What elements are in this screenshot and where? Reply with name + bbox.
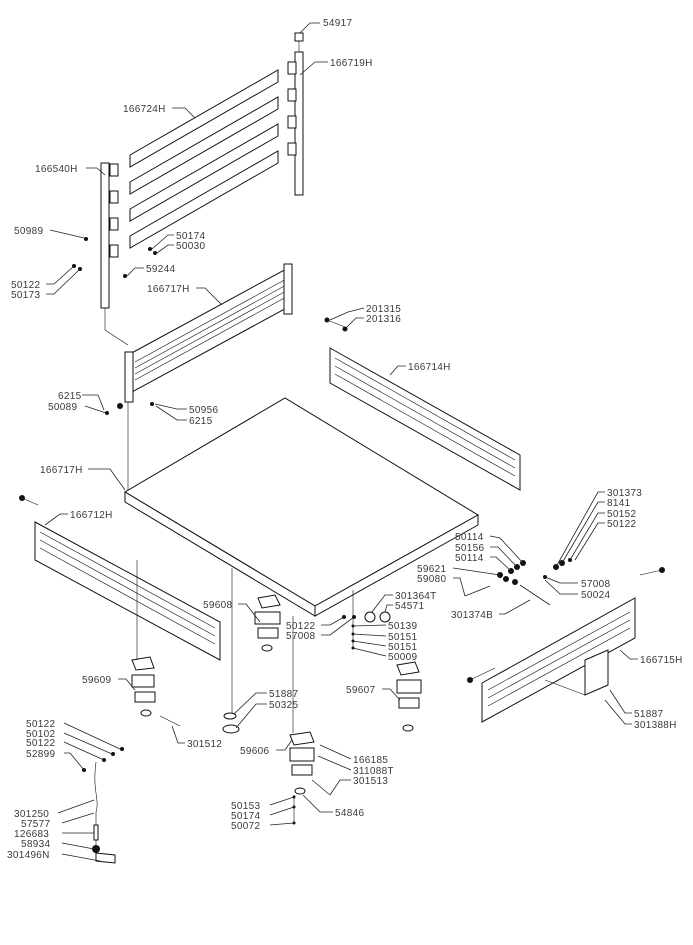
part-label: 50102 bbox=[26, 729, 55, 740]
part-label: 59080 bbox=[417, 574, 446, 585]
part-label: 166712H bbox=[70, 510, 113, 521]
part-label: 58934 bbox=[21, 839, 50, 850]
part-label: 59621 bbox=[417, 564, 446, 575]
part-labels: 54917 166719H 166724H 166540H 50989 5017… bbox=[7, 18, 683, 861]
headboard-assembly bbox=[72, 32, 304, 346]
part-label: 50122 bbox=[607, 519, 636, 530]
part-label: 311088T bbox=[353, 766, 394, 777]
part-label: 50122 bbox=[286, 621, 315, 632]
part-label: 301513 bbox=[353, 776, 388, 787]
part-label: 59606 bbox=[240, 746, 269, 757]
part-label: 166185 bbox=[353, 755, 388, 766]
part-label: 50174 bbox=[231, 811, 260, 822]
part-label: 201316 bbox=[366, 314, 401, 325]
part-label: 6215 bbox=[189, 416, 213, 427]
part-label: 50122 bbox=[26, 719, 55, 730]
part-label: 301496N bbox=[7, 850, 50, 861]
part-label: 50173 bbox=[11, 290, 40, 301]
part-label: 54917 bbox=[323, 18, 352, 29]
part-label: 8141 bbox=[607, 498, 631, 509]
part-label: 50024 bbox=[581, 590, 610, 601]
part-label: 166719H bbox=[330, 58, 373, 69]
part-label: 59607 bbox=[346, 685, 375, 696]
part-label: 166715H bbox=[640, 655, 683, 666]
panel-301388H bbox=[584, 649, 609, 696]
part-label: 50122 bbox=[26, 738, 55, 749]
part-label: 6215 bbox=[58, 391, 82, 402]
part-label: 51887 bbox=[269, 689, 298, 700]
side-rail-166712H bbox=[19, 495, 221, 661]
part-label: 166717H bbox=[40, 465, 83, 476]
part-label: 50174 bbox=[176, 231, 205, 242]
part-label: 51887 bbox=[634, 709, 663, 720]
part-label: 50152 bbox=[607, 509, 636, 520]
brackets bbox=[109, 61, 297, 258]
post-cap bbox=[294, 32, 304, 42]
part-label: 301364T bbox=[395, 591, 437, 602]
release-handle bbox=[82, 747, 124, 864]
part-label: 50151 bbox=[388, 632, 417, 643]
part-label: 166724H bbox=[123, 104, 166, 115]
part-label: 59608 bbox=[203, 600, 232, 611]
part-label: 301250 bbox=[14, 809, 49, 820]
part-label: 50153 bbox=[231, 801, 260, 812]
part-label: 50989 bbox=[14, 226, 43, 237]
side-rail-166715H bbox=[467, 567, 665, 723]
part-label: 301373 bbox=[607, 488, 642, 499]
leader-lines bbox=[44, 22, 638, 862]
part-label: 166714H bbox=[408, 362, 451, 373]
part-label: 50030 bbox=[176, 241, 205, 252]
part-label: 50956 bbox=[189, 405, 218, 416]
left-post bbox=[100, 162, 110, 309]
part-label: 301388H bbox=[634, 720, 677, 731]
part-label: 50156 bbox=[455, 543, 484, 554]
part-label: 57008 bbox=[581, 579, 610, 590]
part-label: 50089 bbox=[48, 402, 77, 413]
platform bbox=[124, 397, 479, 617]
part-label: 50122 bbox=[11, 280, 40, 291]
part-label: 50072 bbox=[231, 821, 260, 832]
part-label: 201315 bbox=[366, 304, 401, 315]
part-label: 301512 bbox=[187, 739, 222, 750]
part-label: 50151 bbox=[388, 642, 417, 653]
part-label: 50009 bbox=[388, 652, 417, 663]
side-rail-166714H bbox=[324, 317, 521, 491]
part-label: 50114 bbox=[455, 532, 484, 543]
leg-brackets bbox=[131, 560, 422, 825]
part-label: 50325 bbox=[269, 700, 298, 711]
footboard-rail bbox=[105, 263, 293, 492]
part-label: 59609 bbox=[82, 675, 111, 686]
part-label: 166717H bbox=[147, 284, 190, 295]
part-label: 166540H bbox=[35, 164, 78, 175]
part-label: 57577 bbox=[21, 819, 50, 830]
part-label: 50139 bbox=[388, 621, 417, 632]
part-label: 301374B bbox=[451, 610, 493, 621]
part-label: 52899 bbox=[26, 749, 55, 760]
part-label: 126683 bbox=[14, 829, 49, 840]
part-label: 54571 bbox=[395, 601, 424, 612]
part-label: 54846 bbox=[335, 808, 364, 819]
slats bbox=[129, 69, 279, 249]
part-label: 59244 bbox=[146, 264, 175, 275]
part-label: 50114 bbox=[455, 553, 484, 564]
part-label: 57008 bbox=[286, 631, 315, 642]
